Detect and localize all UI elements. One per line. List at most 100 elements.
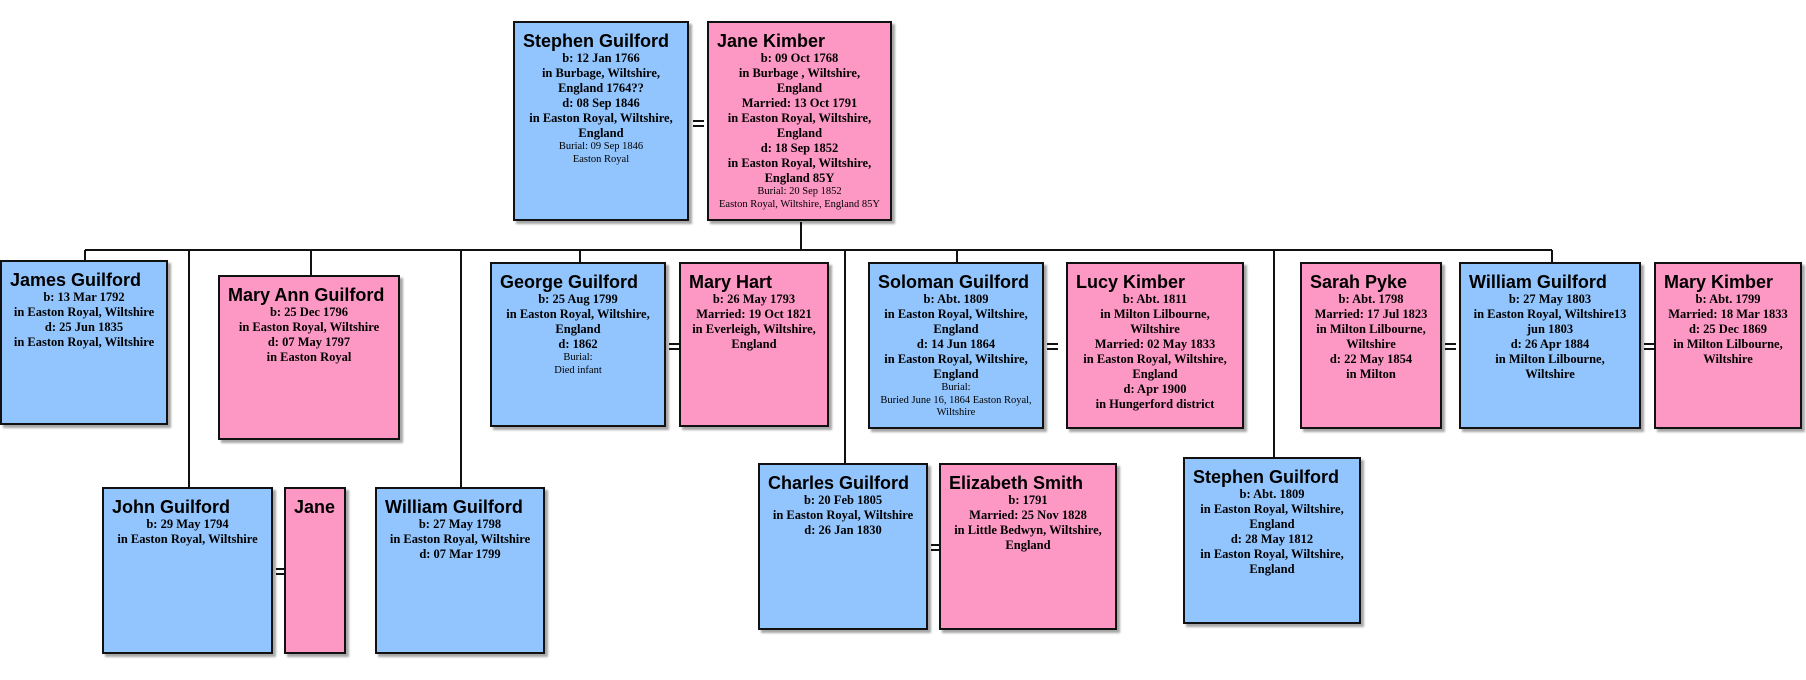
person-detail: b: 13 Mar 1792 bbox=[43, 290, 125, 304]
person-card-elizabeth-smith[interactable]: Elizabeth Smith b: 1791 Married: 25 Nov … bbox=[939, 463, 1117, 630]
person-detail: Married: 18 Mar 1833 bbox=[1668, 307, 1788, 321]
person-card-mary-hart[interactable]: Mary Hart b: 26 May 1793 Married: 19 Oct… bbox=[679, 262, 829, 427]
person-detail: d: 22 May 1854 bbox=[1329, 352, 1413, 366]
person-card-sarah-pyke[interactable]: Sarah Pyke b: Abt. 1798 Married: 17 Jul … bbox=[1300, 262, 1442, 429]
person-note: Burial: bbox=[563, 352, 593, 363]
person-detail: b: 09 Oct 1768 bbox=[760, 51, 839, 65]
person-detail: in Easton Royal, Wiltshire bbox=[13, 305, 155, 319]
person-card-charles-guilford[interactable]: Charles Guilford b: 20 Feb 1805 in Easto… bbox=[758, 463, 928, 630]
person-detail: Wiltshire bbox=[1525, 367, 1575, 381]
person-detail: Married: 25 Nov 1828 bbox=[969, 508, 1087, 522]
person-name: Stephen Guilford bbox=[523, 31, 669, 51]
person-detail: Wiltshire bbox=[1703, 352, 1753, 366]
person-name: Soloman Guilford bbox=[878, 272, 1029, 292]
person-note: Burial: 20 Sep 1852 bbox=[757, 186, 842, 197]
person-detail: England bbox=[776, 81, 823, 95]
person-note: Wiltshire bbox=[936, 407, 976, 418]
person-detail: d: 26 Jan 1830 bbox=[804, 523, 882, 537]
person-detail: b: 29 May 1794 bbox=[146, 517, 229, 531]
person-detail: in Milton Lilbourne, bbox=[1495, 352, 1605, 366]
person-detail: in Easton Royal, Wiltshire, bbox=[1200, 547, 1344, 561]
person-name: William Guilford bbox=[1469, 272, 1607, 292]
person-detail: in Easton Royal, Wiltshire bbox=[772, 508, 914, 522]
person-detail: d: 26 Apr 1884 bbox=[1510, 337, 1590, 351]
person-detail: b: Abt. 1809 bbox=[923, 292, 989, 306]
person-detail: in Easton Royal, Wiltshire, bbox=[884, 307, 1028, 321]
person-card-mary-ann-guilford[interactable]: Mary Ann Guilford b: 25 Dec 1796 in East… bbox=[218, 275, 400, 440]
person-detail: in Easton Royal, Wiltshire, bbox=[506, 307, 650, 321]
person-card-john-guilford[interactable]: John Guilford b: 29 May 1794 in Easton R… bbox=[102, 487, 273, 654]
person-detail: in Milton Lilbourne, bbox=[1673, 337, 1783, 351]
marriage-link-icon bbox=[931, 544, 942, 551]
person-card-stephen-guilford-sr[interactable]: Stephen Guilford b: 12 Jan 1766 in Burba… bbox=[513, 21, 689, 221]
person-name: James Guilford bbox=[10, 270, 142, 290]
person-card-mary-kimber[interactable]: Mary Kimber b: Abt. 1799 Married: 18 Mar… bbox=[1654, 262, 1802, 429]
person-detail: d: 25 Dec 1869 bbox=[1688, 322, 1768, 336]
person-detail: in Burbage , Wiltshire, bbox=[738, 66, 861, 80]
person-detail: d: 28 May 1812 bbox=[1230, 532, 1314, 546]
person-detail: in Easton Royal, Wiltshire bbox=[238, 320, 380, 334]
person-card-william-guilford-1803[interactable]: William Guilford b: 27 May 1803 in Easto… bbox=[1459, 262, 1641, 429]
person-name: Mary Kimber bbox=[1664, 272, 1774, 292]
person-name: Sarah Pyke bbox=[1310, 272, 1408, 292]
person-detail: in Easton Royal, Wiltshire, bbox=[1083, 352, 1227, 366]
person-name: George Guilford bbox=[500, 272, 639, 292]
person-detail: in Easton Royal, Wiltshire, bbox=[727, 156, 872, 170]
person-note: Easton Royal, Wiltshire, England 85Y bbox=[719, 198, 880, 210]
person-name: William Guilford bbox=[385, 497, 523, 517]
person-detail: Married: 17 Jul 1823 bbox=[1314, 307, 1428, 321]
person-note: Burial: 09 Sep 1846 bbox=[558, 141, 644, 152]
person-detail: in Easton Royal, Wiltshire, bbox=[1200, 502, 1344, 516]
person-detail: England 85Y bbox=[764, 171, 835, 185]
person-card-william-guilford-1798[interactable]: William Guilford b: 27 May 1798 in Easto… bbox=[375, 487, 545, 654]
marriage-link-icon bbox=[669, 343, 680, 350]
person-detail: d: 14 Jun 1864 bbox=[916, 337, 996, 351]
person-detail: in Milton Lilbourne, bbox=[1316, 322, 1426, 336]
person-card-stephen-guilford-jr[interactable]: Stephen Guilford b: Abt. 1809 in Easton … bbox=[1183, 457, 1361, 624]
person-detail: in Easton Royal, Wiltshire, bbox=[884, 352, 1028, 366]
marriage-link-icon bbox=[693, 120, 704, 127]
person-detail: b: 20 Feb 1805 bbox=[803, 493, 883, 507]
person-detail: in Milton bbox=[1346, 367, 1396, 381]
person-card-jane-kimber[interactable]: Jane Kimber b: 09 Oct 1768 in Burbage , … bbox=[707, 21, 892, 221]
person-detail: England bbox=[776, 126, 823, 140]
person-detail: Wiltshire bbox=[1130, 322, 1180, 336]
person-name: Mary Hart bbox=[689, 272, 773, 292]
person-detail: England bbox=[933, 322, 979, 336]
person-name: John Guilford bbox=[112, 497, 230, 517]
person-card-james-guilford[interactable]: James Guilford b: 13 Mar 1792 in Easton … bbox=[0, 260, 168, 425]
person-name: Jane bbox=[294, 497, 336, 517]
person-note: Died infant bbox=[554, 364, 602, 376]
person-detail: in Easton Royal, Wiltshire bbox=[13, 335, 155, 349]
person-detail: in Easton Royal, Wiltshire bbox=[389, 532, 531, 546]
person-detail: b: Abt. 1809 bbox=[1239, 487, 1305, 501]
person-detail: in Little Bedwyn, Wiltshire, bbox=[954, 523, 1102, 537]
person-card-jane[interactable]: Jane bbox=[284, 487, 346, 654]
person-card-george-guilford[interactable]: George Guilford b: 25 Aug 1799 in Easton… bbox=[490, 262, 666, 427]
person-detail: in Everleigh, Wiltshire, bbox=[692, 322, 816, 336]
person-detail: England bbox=[555, 322, 601, 336]
person-name: Jane Kimber bbox=[717, 31, 826, 51]
person-detail: England bbox=[731, 337, 777, 351]
person-card-lucy-kimber[interactable]: Lucy Kimber b: Abt. 1811 in Milton Lilbo… bbox=[1066, 262, 1244, 429]
person-detail: b: 26 May 1793 bbox=[712, 292, 796, 306]
person-detail: b: 27 May 1803 bbox=[1508, 292, 1592, 306]
person-detail: England 1764?? bbox=[558, 81, 644, 95]
person-detail: in Hungerford district bbox=[1095, 397, 1215, 411]
person-name: Elizabeth Smith bbox=[949, 473, 1084, 493]
marriage-link-icon bbox=[1047, 343, 1058, 350]
person-name: Mary Ann Guilford bbox=[228, 285, 385, 305]
person-card-soloman-guilford[interactable]: Soloman Guilford b: Abt. 1809 in Easton … bbox=[868, 262, 1044, 429]
person-detail: b: Abt. 1798 bbox=[1338, 292, 1404, 306]
person-detail: b: 25 Dec 1796 bbox=[269, 305, 349, 319]
person-detail: d: 18 Sep 1852 bbox=[760, 141, 839, 155]
marriage-link-icon bbox=[1445, 343, 1456, 350]
person-detail: England bbox=[1005, 538, 1051, 552]
person-detail: b: 27 May 1798 bbox=[418, 517, 502, 531]
person-name: Stephen Guilford bbox=[1193, 467, 1339, 487]
person-detail: d: 25 Jun 1835 bbox=[44, 320, 124, 334]
person-detail: in Burbage, Wiltshire, bbox=[541, 66, 661, 80]
person-detail: d: 1862 bbox=[558, 337, 598, 351]
